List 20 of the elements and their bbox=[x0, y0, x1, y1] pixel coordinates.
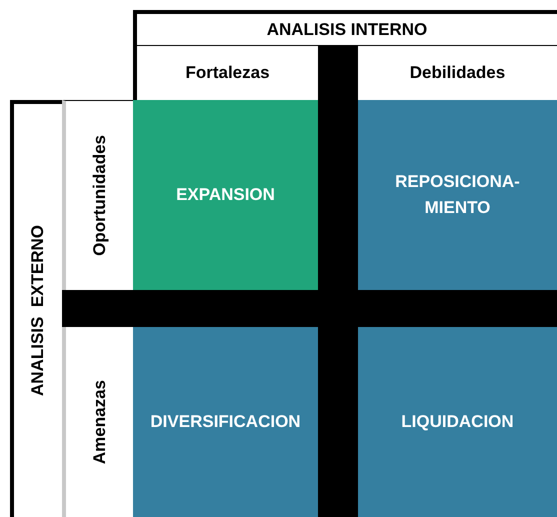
header-label: ANALISIS INTERNO bbox=[266, 20, 428, 40]
header-box bbox=[133, 45, 318, 100]
quadrant-box bbox=[358, 100, 557, 290]
header-box bbox=[10, 100, 62, 517]
quadrant-label: REPOSICIONA- MIENTO bbox=[394, 171, 521, 219]
row-label: Oportunidades bbox=[90, 135, 110, 256]
column-label: Fortalezas bbox=[185, 63, 270, 83]
quadrant-box bbox=[133, 327, 318, 517]
quadrant-label: DIVERSIFICACION bbox=[150, 412, 301, 432]
quadrant-label: LIQUIDACION bbox=[401, 412, 514, 432]
divider-bar bbox=[318, 45, 358, 517]
header-box bbox=[62, 100, 133, 290]
header-box bbox=[133, 10, 557, 45]
divider-bar bbox=[62, 290, 557, 327]
header-label: ANALISIS EXTERNO bbox=[28, 225, 48, 396]
row-label: Amenazas bbox=[90, 380, 110, 464]
column-label: Debilidades bbox=[410, 63, 506, 83]
quadrant-box bbox=[133, 100, 318, 290]
quadrant-label: EXPANSION bbox=[176, 185, 275, 205]
quadrant-box bbox=[358, 327, 557, 517]
